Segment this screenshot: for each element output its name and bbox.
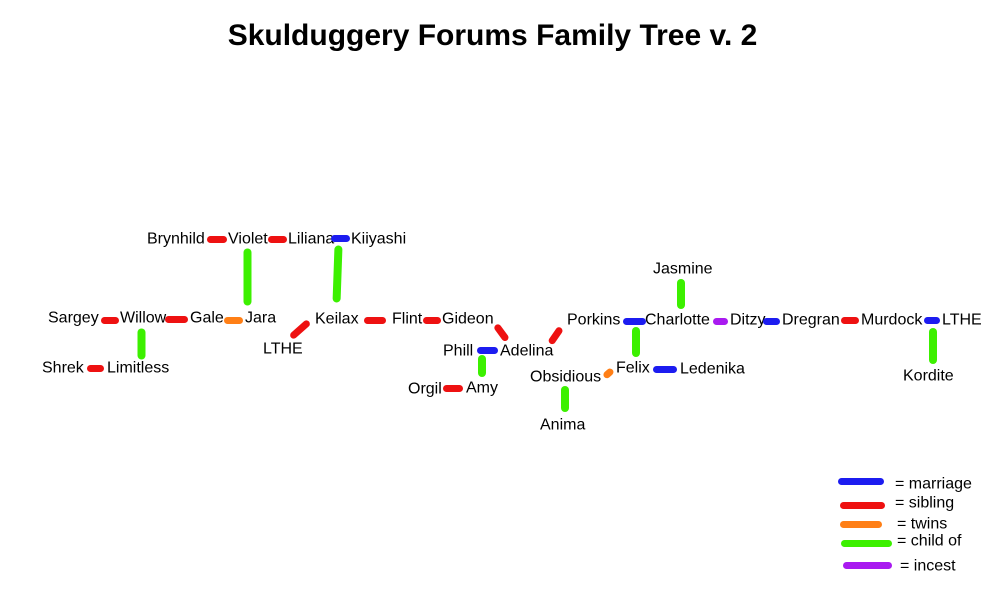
person-kordite: Kordite xyxy=(903,367,954,385)
person-gideon: Gideon xyxy=(442,310,494,328)
edge-sibling-lthe-keilax xyxy=(288,318,312,340)
person-liliana: Liliana xyxy=(288,230,335,248)
person-sargey: Sargey xyxy=(48,309,99,327)
legend-incest-label: = incest xyxy=(900,557,956,575)
edge-sibling-flint-gideon xyxy=(423,316,441,324)
edge-sibling-keilax-flint xyxy=(364,316,386,324)
page-title: Skulduggery Forums Family Tree v. 2 xyxy=(227,19,758,52)
legend-sibling-label: = sibling xyxy=(895,494,955,512)
legend-incest-swatch xyxy=(843,561,892,569)
edge-child-murdock-lthe-kordite xyxy=(929,328,937,364)
edge-marriage-murdock-lthe xyxy=(924,316,940,324)
edge-marriage-ditzy-dregran xyxy=(763,317,780,325)
edge-sibling-shrek-limitless xyxy=(87,364,104,372)
person-porkins: Porkins xyxy=(567,311,621,329)
edge-sibling-adelina-porkins xyxy=(547,325,564,345)
person-ditzy: Ditzy xyxy=(730,311,766,329)
edge-twins-obsidious-felix xyxy=(601,367,615,380)
legend-marriage-swatch xyxy=(838,477,884,485)
edge-sibling-gideon-adelina xyxy=(493,322,510,343)
person-flint: Flint xyxy=(392,310,423,328)
edge-sibling-willow-gale xyxy=(165,315,188,323)
edge-sibling-brynhild-violet xyxy=(207,235,227,243)
person-shrek: Shrek xyxy=(42,359,84,377)
person-brynhild: Brynhild xyxy=(147,230,205,248)
legend-sibling-swatch xyxy=(840,501,885,509)
person-felix: Felix xyxy=(616,359,650,377)
edge-child-obsidious-anima xyxy=(561,386,569,412)
person-orgil: Orgil xyxy=(408,380,442,398)
legend-marriage-label: = marriage xyxy=(895,475,972,493)
edge-sibling-violet-liliana xyxy=(268,235,287,243)
person-charlotte: Charlotte xyxy=(645,311,710,329)
edge-child-willow-limitless xyxy=(137,328,145,359)
legend-child-swatch xyxy=(841,539,892,547)
edge-marriage-phill-adelina xyxy=(477,346,498,354)
person-violet: Violet xyxy=(228,230,268,248)
person-jara: Jara xyxy=(245,309,277,327)
person-willow: Willow xyxy=(120,309,167,327)
person-adelina: Adelina xyxy=(500,342,554,360)
person-keilax: Keilax xyxy=(315,310,359,328)
edge-sibling-sargey-willow xyxy=(101,316,119,324)
person-jasmine: Jasmine xyxy=(653,260,713,278)
person-kiiyashi: Kiiyashi xyxy=(351,230,407,248)
legend-twins-swatch xyxy=(840,520,882,528)
person-dregran: Dregran xyxy=(782,311,840,329)
edge-child-porkins-charlotte-felix xyxy=(632,327,640,357)
edge-marriage-felix-ledenika xyxy=(653,365,677,373)
person-murdock: Murdock xyxy=(861,311,923,329)
edge-sibling-dregran-murdock xyxy=(841,316,859,324)
edge-child-phill-adelina-amy xyxy=(478,355,486,377)
legend-child-label: = child of xyxy=(897,532,962,550)
person-anima: Anima xyxy=(540,416,586,434)
edge-child-liliana-kiiyashi-keilax xyxy=(332,244,343,303)
edge-twins-gale-jara xyxy=(224,316,243,324)
edge-marriage-liliana-kiiyashi xyxy=(331,234,350,242)
person-amy: Amy xyxy=(466,379,498,397)
person-lthe: LTHE xyxy=(263,340,303,358)
person-limitless: Limitless xyxy=(107,359,170,377)
edge-child-jasmine-charlotte xyxy=(677,279,685,309)
edge-marriage-porkins-charlotte xyxy=(623,317,646,325)
person-lthe: LTHE xyxy=(942,311,982,329)
edge-sibling-orgil-amy xyxy=(443,384,463,392)
person-obsidious: Obsidious xyxy=(530,368,602,386)
legend-twins-label: = twins xyxy=(897,515,948,533)
person-gale: Gale xyxy=(190,309,224,327)
person-phill: Phill xyxy=(443,342,474,360)
person-ledenika: Ledenika xyxy=(680,360,745,378)
edge-child-violet-jara xyxy=(243,248,251,305)
edge-incest-charlotte-ditzy xyxy=(713,317,728,325)
